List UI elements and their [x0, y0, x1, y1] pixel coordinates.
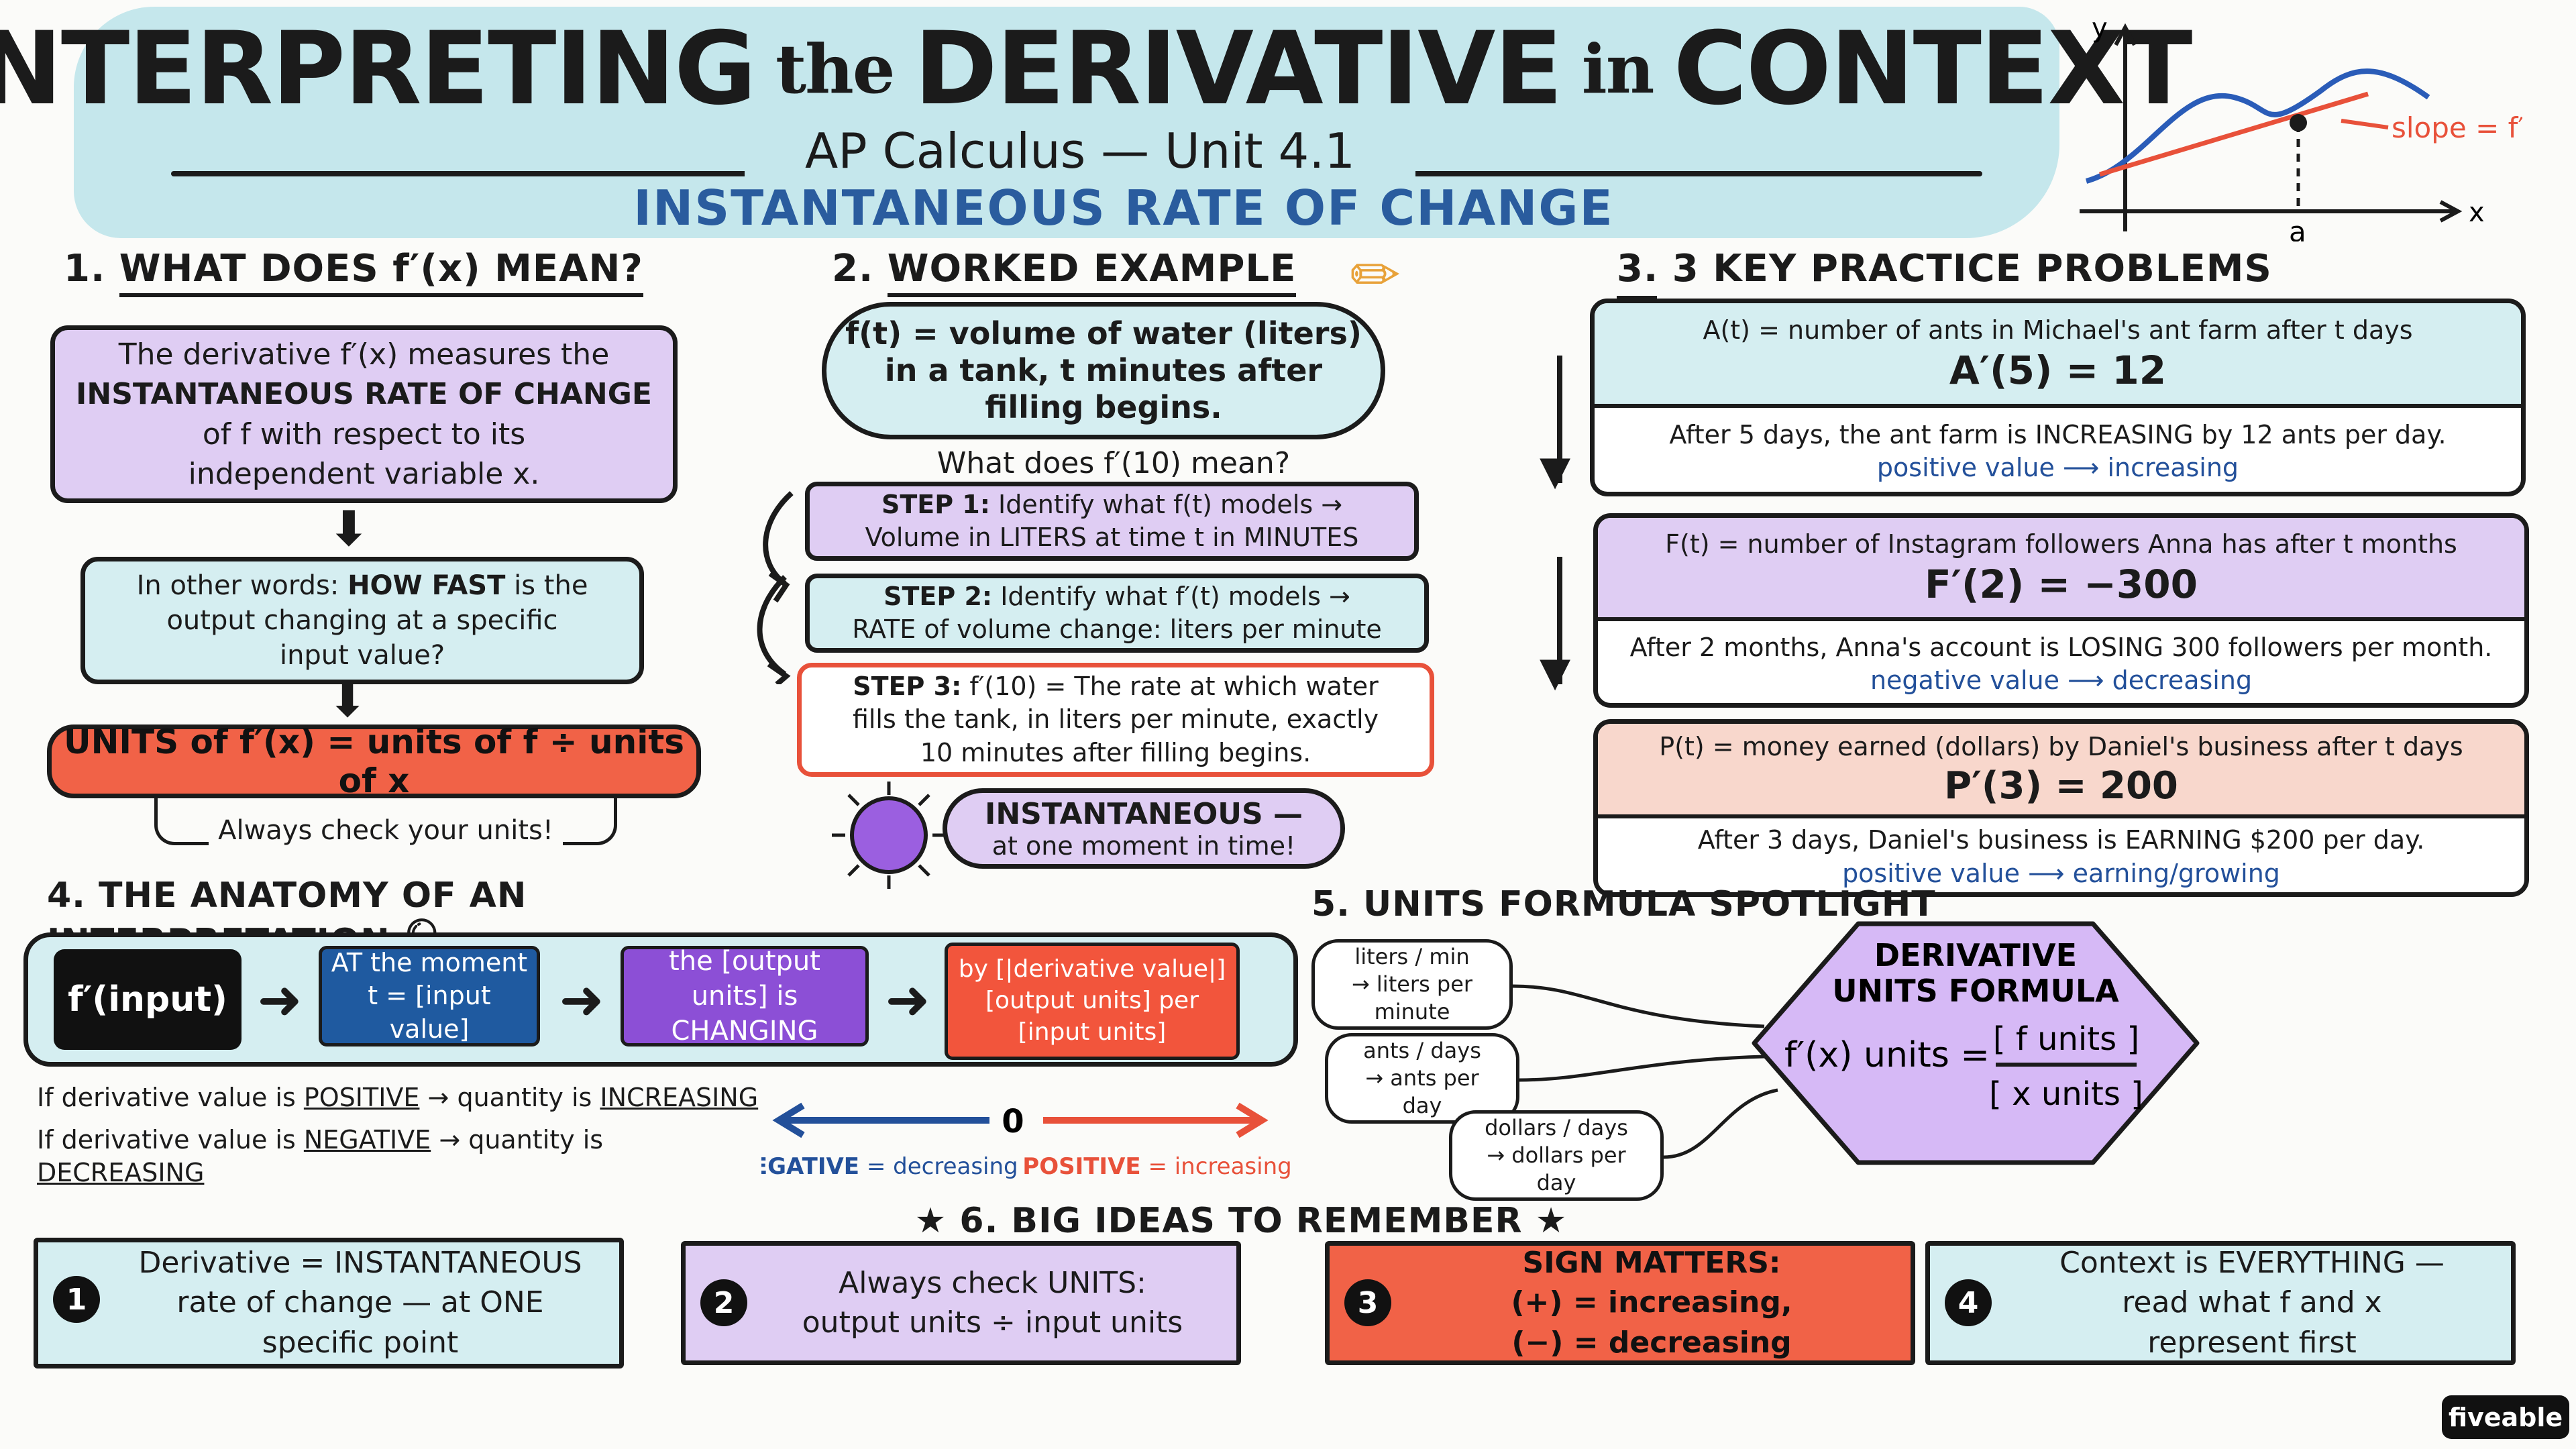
- subtitle: AP Calculus — Unit 4.1: [745, 121, 1415, 181]
- big-idea-2: 2 Always check UNITS: output units ÷ inp…: [681, 1241, 1241, 1365]
- hex-title-1: DERIVATIVE: [1874, 937, 2077, 973]
- hex-numerator: [ f units ]: [1993, 1020, 2139, 1058]
- step-arrow-1: [763, 491, 794, 586]
- units-connectors: [1512, 984, 1778, 1159]
- tangent-line: [2098, 91, 2369, 177]
- section1-heading: 1. WHAT DOES f′(x) MEAN?: [64, 247, 802, 297]
- sign-rule-negative: If derivative value is NEGATIVE → quanti…: [37, 1125, 604, 1188]
- tagline: INSTANTANEOUS RATE OF CHANGE: [633, 180, 1614, 236]
- neg-label: NEGATIVE = decreasing: [761, 1153, 1018, 1180]
- units-note: Always check your units!: [154, 798, 617, 846]
- sun-core: [850, 796, 928, 874]
- in-other-words-box: In other words: HOW FAST is the output c…: [80, 557, 644, 684]
- problem-card-3: P(t) = money earned (dollars) by Daniel'…: [1593, 719, 2529, 897]
- big-idea-1-number: 1: [53, 1276, 100, 1323]
- title-word-in: in: [1581, 30, 1655, 109]
- step-arrow-1-head: [768, 571, 790, 603]
- big-idea-2-number: 2: [700, 1279, 747, 1326]
- chain-arrow-2: ➜: [559, 968, 604, 1031]
- down-arrow-1: ⬇: [328, 500, 370, 557]
- sign-rule-positive: If derivative value is POSITIVE → quanti…: [37, 1083, 759, 1112]
- hex-title-2: UNITS FORMULA: [1832, 973, 2119, 1009]
- chain-arrow-1: ➜: [257, 968, 303, 1031]
- neg-arrow-head: [772, 1102, 805, 1138]
- slope-label: slope = f′(a): [2392, 111, 2522, 144]
- hex-lhs: f′(x) units =: [1784, 1035, 1990, 1075]
- page-title: INTERPRETING the DERIVATIVE in CONTEXT: [0, 11, 2192, 127]
- section2-heading: 2. WORKED EXAMPLE: [832, 247, 1436, 297]
- big-idea-4: 4 Context is EVERYTHING — read what f an…: [1925, 1241, 2516, 1365]
- units-box: UNITS of f′(x) = units of f ÷ units of x: [47, 722, 701, 800]
- hex-denominator: [ x units ]: [1989, 1075, 2143, 1113]
- problem-card-1: A(t) = number of ants in Michael's ant f…: [1590, 299, 2526, 496]
- step-arrows: [757, 491, 794, 684]
- worked-question: What does f′(10) mean?: [936, 445, 1291, 480]
- curve-f: [2085, 68, 2430, 184]
- big-idea-1: 1 Derivative = INSTANTANEOUS rate of cha…: [34, 1238, 624, 1368]
- units-example-1: liters / min → liters per minute: [1311, 939, 1513, 1030]
- a-label: a: [2289, 215, 2306, 241]
- sun-icon: [832, 782, 946, 889]
- title-word-derivative: DERIVATIVE: [914, 11, 1562, 127]
- section5-heading: 5. UNITS FORMULA SPOTLIGHT: [1311, 884, 1936, 924]
- connector-1: [1512, 984, 1765, 1028]
- pos-label: POSITIVE = increasing: [1022, 1153, 1291, 1180]
- units-example-3: dollars / days → dollars per day: [1449, 1110, 1664, 1201]
- step-arrow-2-head: [767, 661, 791, 684]
- big-idea-3-number: 3: [1344, 1279, 1391, 1326]
- title-word-interpreting: INTERPRETING: [0, 11, 757, 127]
- tangent-point: [2290, 114, 2307, 131]
- problem-arrow-2: ▼: [1533, 550, 1587, 692]
- step3-box: STEP 3: f′(10) = The rate at which water…: [797, 663, 1434, 777]
- big-idea-4-number: 4: [1945, 1279, 1992, 1326]
- zero-label: 0: [1002, 1103, 1024, 1140]
- problem-arrow-1: ▼: [1533, 349, 1587, 491]
- instantaneous-bubble: INSTANTANEOUS — at one moment in time!: [943, 788, 1345, 869]
- definition-box: The derivative f′(x) measures the INSTAN…: [50, 325, 678, 503]
- units-formula-hexagon: DERIVATIVE UNITS FORMULA f′(x) units = […: [1752, 921, 2200, 1165]
- chain-box-moment: AT the moment t = [input value]: [319, 946, 540, 1046]
- title-word-the: the: [775, 30, 896, 109]
- cloud-box: f(t) = volume of water (liters) in a tan…: [822, 302, 1385, 439]
- pos-arrow-head: [1236, 1102, 1269, 1138]
- y-axis-arrow: [2114, 23, 2137, 46]
- brand-logo: fiveable: [2442, 1395, 2569, 1439]
- chain-box-value: by [|derivative value|] [output units] p…: [945, 943, 1240, 1060]
- number-line: 0 NEGATIVE = decreasing POSITIVE = incre…: [761, 1102, 1291, 1180]
- down-arrow-2: ⬇: [329, 675, 366, 727]
- chain-box-changing: the [output units] is CHANGING: [621, 946, 869, 1046]
- connector-3: [1663, 1088, 1778, 1159]
- problem-card-2: F(t) = number of Instagram followers Ann…: [1593, 513, 2529, 708]
- y-axis-label: y: [2092, 13, 2108, 44]
- section6-heading: ★ 6. BIG IDEAS TO REMEMBER ★: [914, 1201, 1568, 1241]
- x-axis-label: x: [2469, 197, 2485, 228]
- slope-arrow: [2341, 119, 2389, 129]
- x-axis-arrow: [2439, 200, 2463, 223]
- tangent-graph: y x a slope = f′(a): [2080, 13, 2522, 241]
- chain-box-derivative: f′(input): [54, 949, 241, 1050]
- hexagon-shape: [1752, 921, 2200, 1165]
- step2-box: STEP 2: Identify what f′(t) models → RAT…: [805, 574, 1429, 653]
- step1-box: STEP 1: Identify what f(t) models → Volu…: [805, 482, 1419, 561]
- pencil-icon: ✏: [1350, 239, 1401, 311]
- big-idea-3: 3 SIGN MATTERS: (+) = increasing, (−) = …: [1325, 1241, 1915, 1365]
- connector-2: [1519, 1055, 1765, 1082]
- title-word-context: CONTEXT: [1673, 11, 2193, 127]
- units-example-2: ants / days → ants per day: [1325, 1033, 1519, 1124]
- chain-arrow-3: ➜: [885, 968, 930, 1031]
